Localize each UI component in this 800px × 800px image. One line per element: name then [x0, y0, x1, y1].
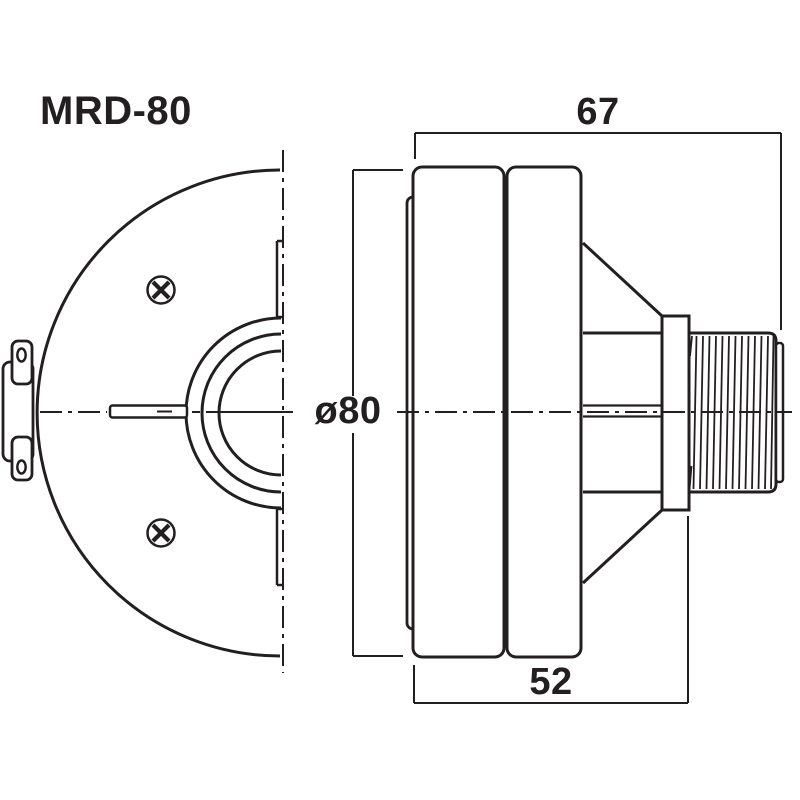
dimension-52: [413, 516, 689, 704]
side-view: [397, 165, 792, 659]
dimension-label-depth-body: 52: [529, 661, 573, 703]
terminal-lugs: [1, 339, 35, 482]
dimension-80: [352, 169, 403, 657]
page-title: MRD-80: [40, 89, 192, 133]
screw-bottom-icon: [146, 518, 176, 548]
throat-cone: [581, 241, 664, 585]
front-view: [1, 150, 293, 673]
mounting-slot-left: [108, 404, 189, 419]
terminal-hole-upper: [16, 347, 27, 363]
terminal-hole-lower: [16, 459, 27, 475]
dimension-label-depth-total: 67: [576, 91, 620, 133]
dimension-lines: [352, 132, 782, 704]
dimension-67: [414, 132, 782, 330]
throat-arc-middle: [200, 332, 282, 494]
dimension-label-diameter: ø80: [314, 390, 382, 433]
screw-top-icon: [146, 275, 176, 305]
flange-outline-arc: [35, 168, 281, 658]
